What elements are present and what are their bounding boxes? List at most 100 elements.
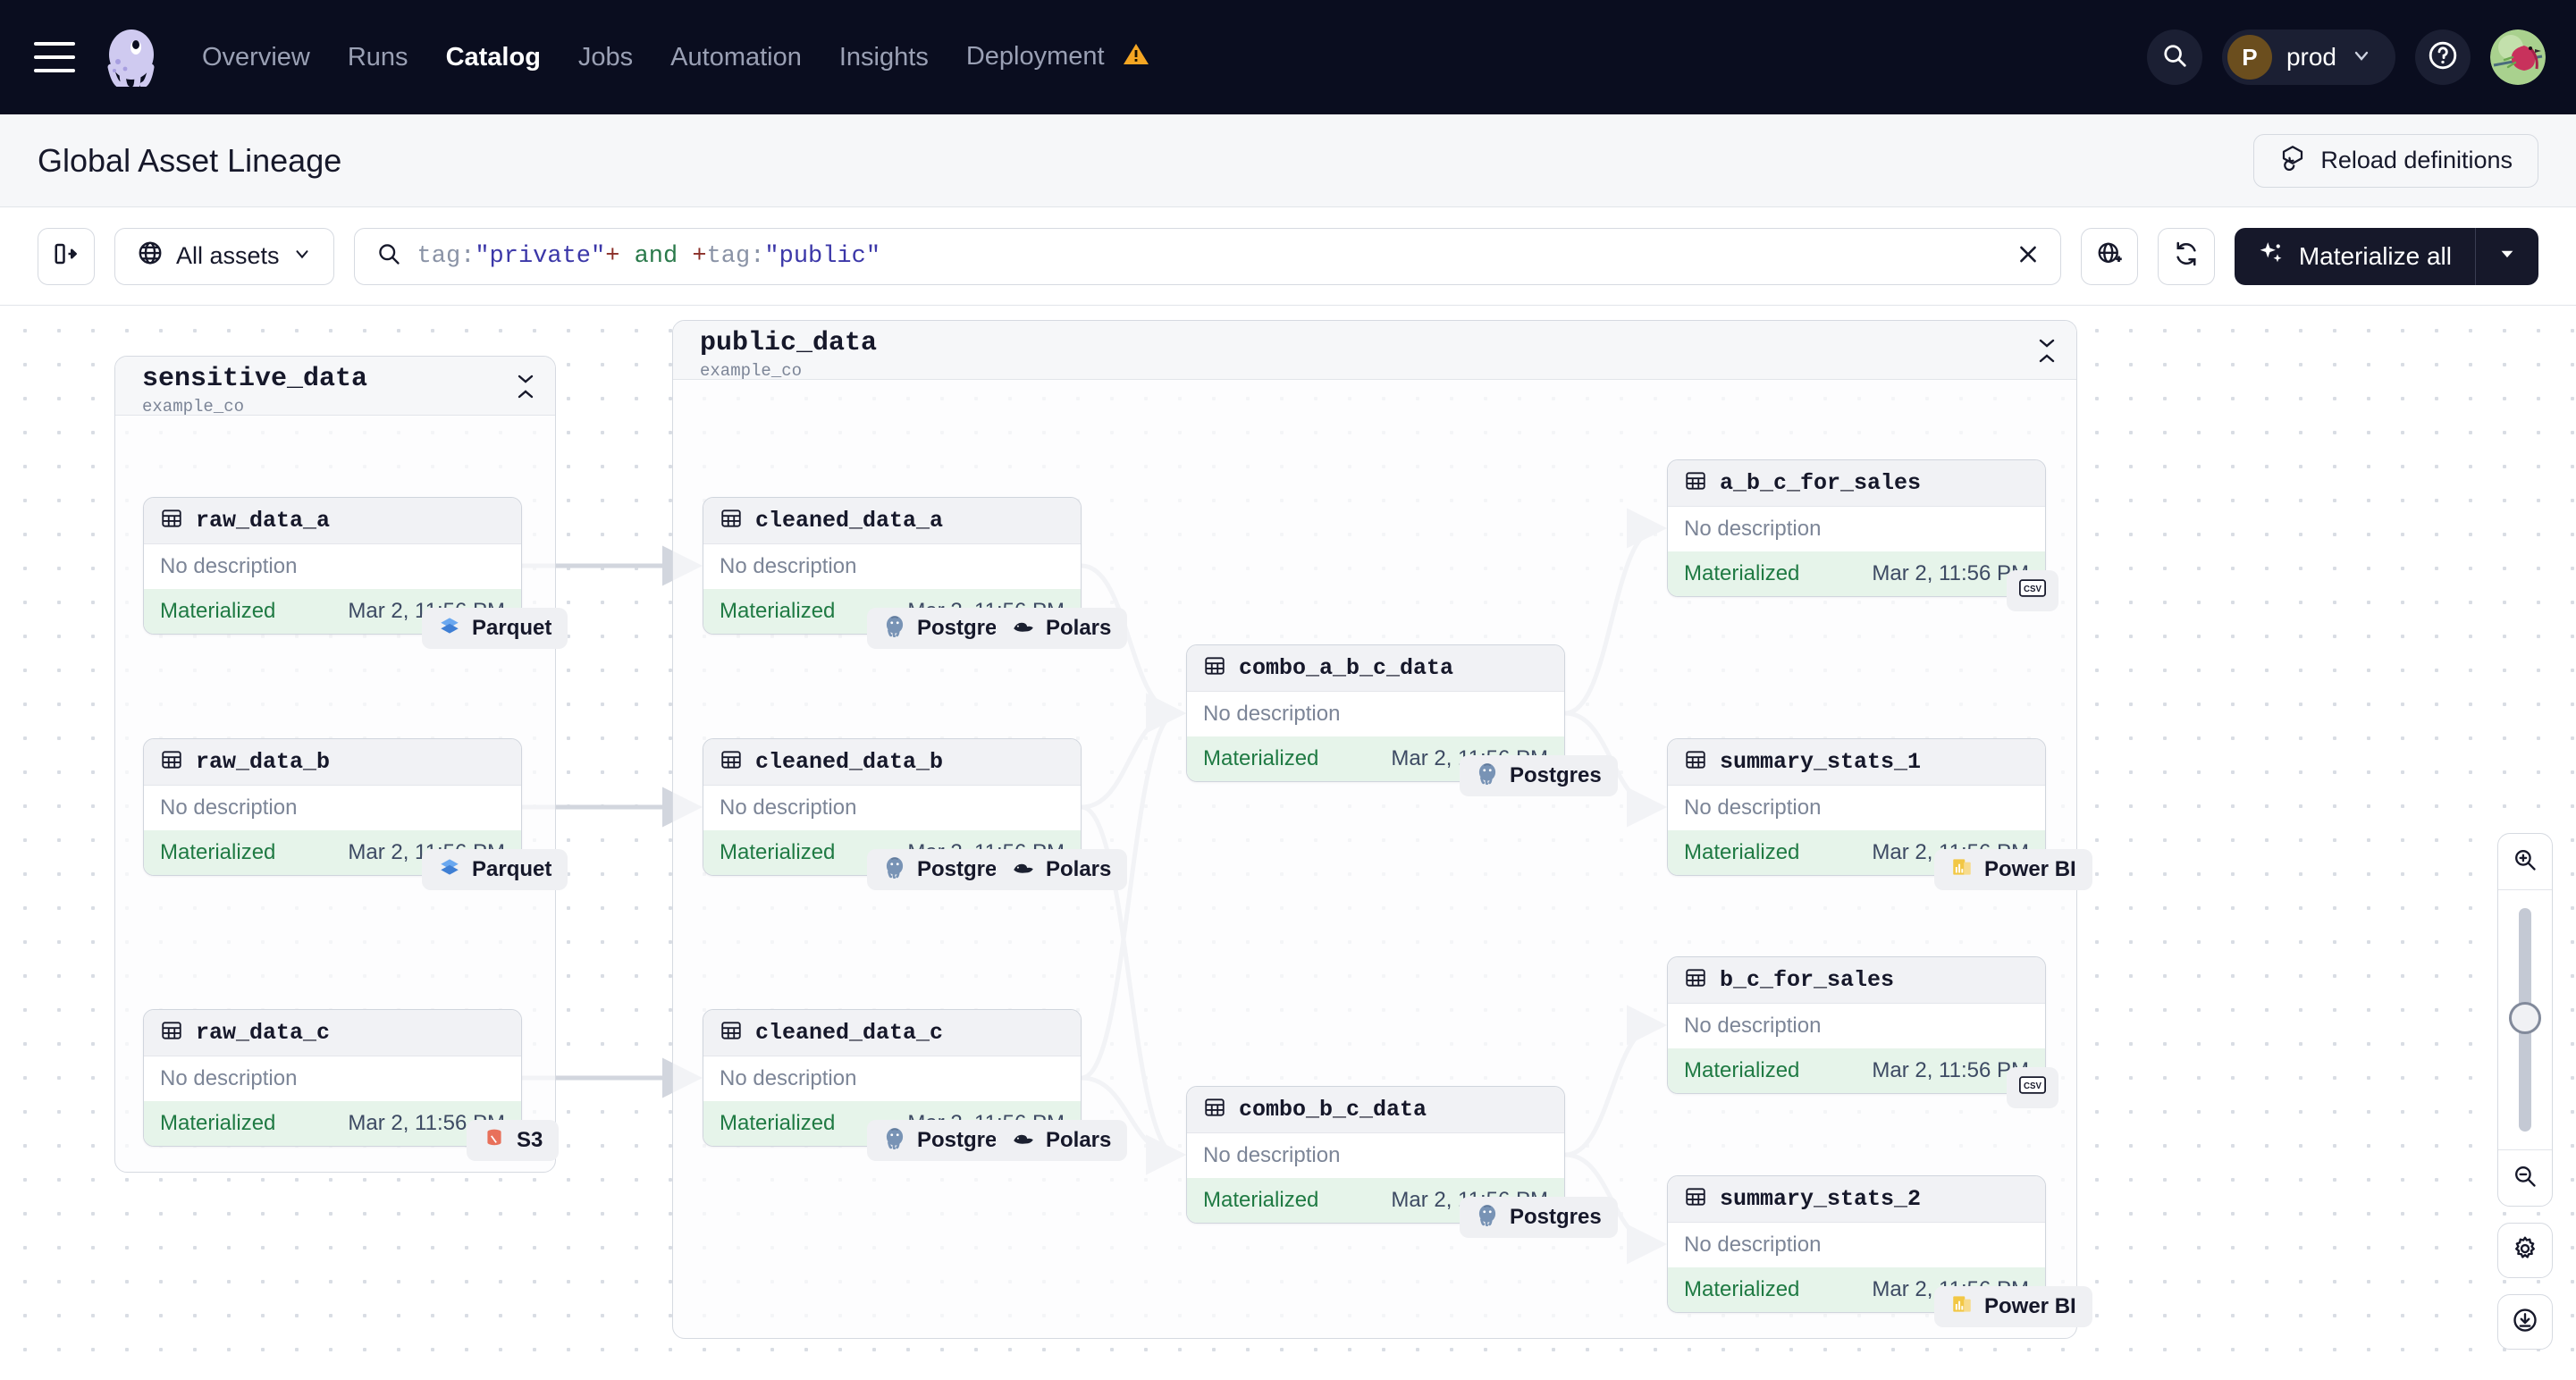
materialize-all-main[interactable]: Materialize all [2235, 240, 2475, 273]
asset-tag-polars[interactable]: Polars [996, 849, 1128, 890]
refresh-button[interactable] [2157, 227, 2215, 285]
nav-link-overview[interactable]: Overview [202, 42, 310, 72]
dagster-logo-icon[interactable] [102, 28, 161, 92]
asset-tag-power-bi[interactable]: Power BI [1934, 849, 2092, 890]
nav-link-runs[interactable]: Runs [347, 42, 408, 72]
asset-tag-parquet[interactable]: Parquet [422, 608, 568, 649]
asset-node-name: combo_a_b_c_data [1239, 655, 1454, 681]
gear-icon [2512, 1235, 2538, 1266]
query-token: tag: [417, 242, 476, 270]
question-circle-icon [2427, 39, 2459, 76]
help-button[interactable] [2415, 29, 2471, 85]
download-lineage-button[interactable] [2497, 1294, 2553, 1350]
asset-node-description: No description [703, 786, 1081, 830]
status-badge: Materialized [1203, 746, 1319, 770]
reload-definitions-button[interactable]: Reload definitions [2253, 133, 2538, 188]
status-badge: Materialized [1684, 1277, 1800, 1301]
nav-link-automation[interactable]: Automation [670, 42, 802, 72]
hamburger-icon[interactable] [34, 42, 75, 72]
search-query-text: tag:"private"+ and +tag:"public" [417, 243, 881, 270]
zoom-slider-thumb[interactable] [2509, 1002, 2541, 1034]
status-timestamp: Mar 2, 11:56 PM [1872, 1058, 2029, 1082]
asset-node-name: cleaned_data_a [755, 508, 944, 534]
asset-tag-s3[interactable]: S3 [467, 1120, 560, 1161]
nav-link-deployment[interactable]: Deployment [966, 42, 1149, 73]
cube-reload-icon [2279, 144, 2306, 177]
panel-expand-icon [53, 240, 80, 272]
asset-node-description: No description [703, 544, 1081, 589]
query-token: + [605, 242, 620, 270]
zoom-out-icon [2513, 1164, 2538, 1193]
asset-node-header: cleaned_data_b [703, 739, 1081, 786]
materialize-all-button[interactable]: Materialize all [2234, 227, 2538, 285]
zoom-out-button[interactable] [2498, 1150, 2552, 1206]
user-avatar[interactable] [2490, 29, 2546, 85]
table-icon [720, 507, 743, 534]
collapse-vertical-icon[interactable] [516, 374, 535, 399]
postgres-icon [883, 1126, 906, 1156]
page-header: Global Asset Lineage Reload definitions [0, 114, 2576, 207]
nav-right-cluster: P prod [2146, 29, 2546, 85]
deployment-avatar: P [2227, 35, 2272, 80]
materialize-all-label: Materialize all [2298, 241, 2452, 270]
asset-node-header: raw_data_b [144, 739, 521, 786]
asset-node-description: No description [1668, 1004, 2045, 1048]
asset-tag-csv[interactable]: CSV [2007, 1067, 2058, 1108]
nav-link-catalog[interactable]: Catalog [445, 42, 541, 72]
asset-tag-polars[interactable]: Polars [996, 608, 1128, 649]
deployment-switcher[interactable]: P prod [2221, 29, 2395, 85]
global-search-button[interactable] [2146, 29, 2202, 85]
asset-node-name: cleaned_data_c [755, 1020, 944, 1046]
status-badge: Materialized [1684, 561, 1800, 585]
asset-node-description: No description [703, 1056, 1081, 1101]
lineage-toolbar: All assets tag:"private"+ and +tag:"publ… [0, 207, 2576, 306]
table-icon [160, 748, 183, 776]
lineage-search-input[interactable]: tag:"private"+ and +tag:"public" [353, 227, 2061, 285]
asset-tag-label: Postgres [1510, 763, 1602, 787]
globe-plus-button[interactable] [2080, 227, 2138, 285]
asset-node-description: No description [1187, 1133, 1564, 1178]
asset-tag-csv[interactable]: CSV [2007, 570, 2058, 611]
asset-node-name: a_b_c_for_sales [1720, 470, 1922, 496]
zoom-in-button[interactable] [2498, 834, 2552, 889]
asset-selection-filter[interactable]: All assets [114, 227, 334, 285]
query-token [619, 243, 634, 270]
asset-tag-label: Postgres [1510, 1205, 1602, 1229]
clear-search-button[interactable] [2016, 241, 2041, 271]
table-icon [1684, 1185, 1707, 1213]
materialize-dropdown-button[interactable] [2476, 244, 2538, 268]
lineage-settings-button[interactable] [2497, 1223, 2553, 1278]
asset-tag-postgres[interactable]: Postgres [1460, 1197, 1618, 1238]
asset-tag-postgres[interactable]: Postgres [1460, 755, 1618, 796]
asset-node-description: No description [1668, 507, 2045, 551]
asset-tag-label: Polars [1046, 1128, 1112, 1152]
asset-group-name: sensitive_data [142, 364, 368, 394]
divider [2498, 889, 2552, 890]
zoom-slider[interactable] [2498, 890, 2552, 1149]
nav-link-insights[interactable]: Insights [838, 42, 929, 72]
asset-node-description: No description [144, 786, 521, 830]
asset-tag-power-bi[interactable]: Power BI [1934, 1286, 2092, 1327]
asset-tag-parquet[interactable]: Parquet [422, 849, 568, 890]
table-icon [160, 507, 183, 534]
nav-link-jobs[interactable]: Jobs [577, 42, 634, 72]
status-badge: Materialized [160, 840, 276, 864]
divider [2498, 1149, 2552, 1150]
collapse-vertical-icon[interactable] [2037, 339, 2057, 363]
query-token: and [634, 242, 678, 270]
sidebar-toggle-button[interactable] [38, 227, 95, 285]
chevron-down-icon [292, 242, 312, 270]
zoom-slider-group [2497, 833, 2553, 1207]
asset-node-name: cleaned_data_b [755, 749, 944, 775]
asset-tag-polars[interactable]: Polars [996, 1120, 1128, 1161]
